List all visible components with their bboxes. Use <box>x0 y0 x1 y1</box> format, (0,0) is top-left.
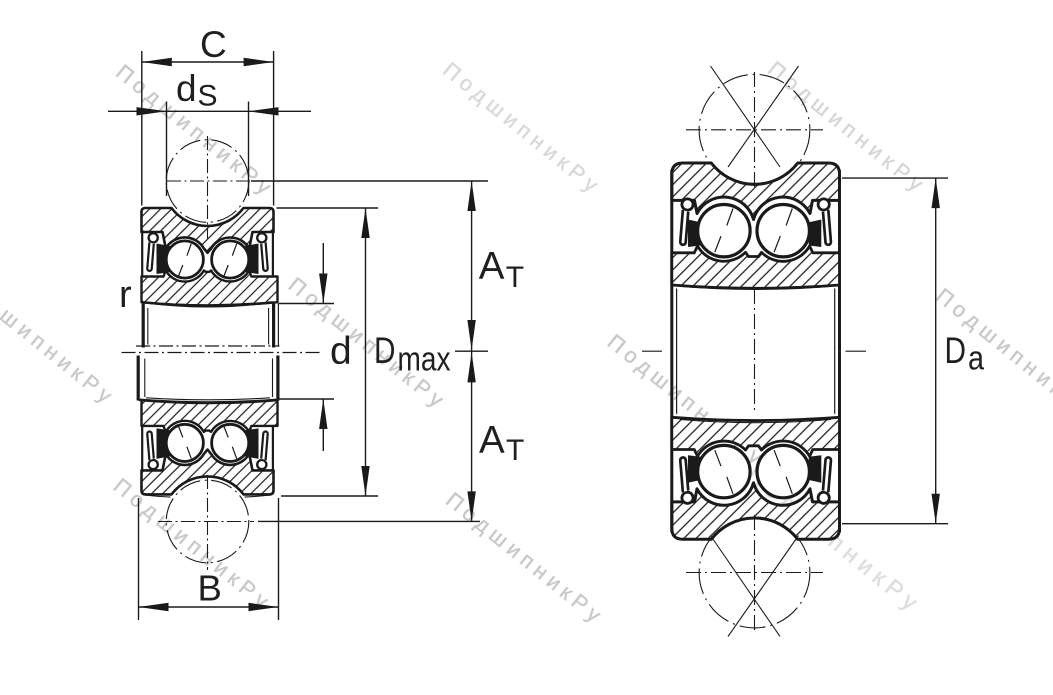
svg-text:S: S <box>198 80 218 113</box>
svg-text:d: d <box>330 330 352 373</box>
svg-text:D: D <box>945 329 967 371</box>
svg-text:B: B <box>198 567 222 608</box>
svg-text:A: A <box>479 245 505 288</box>
svg-text:T: T <box>506 434 524 467</box>
svg-text:A: A <box>479 419 505 462</box>
svg-text:D: D <box>374 329 396 371</box>
svg-text:max: max <box>398 341 451 379</box>
svg-text:C: C <box>200 24 227 65</box>
svg-text:d: d <box>176 68 197 109</box>
svg-text:r: r <box>119 274 132 316</box>
svg-text:T: T <box>506 261 524 294</box>
svg-text:a: a <box>968 340 985 378</box>
